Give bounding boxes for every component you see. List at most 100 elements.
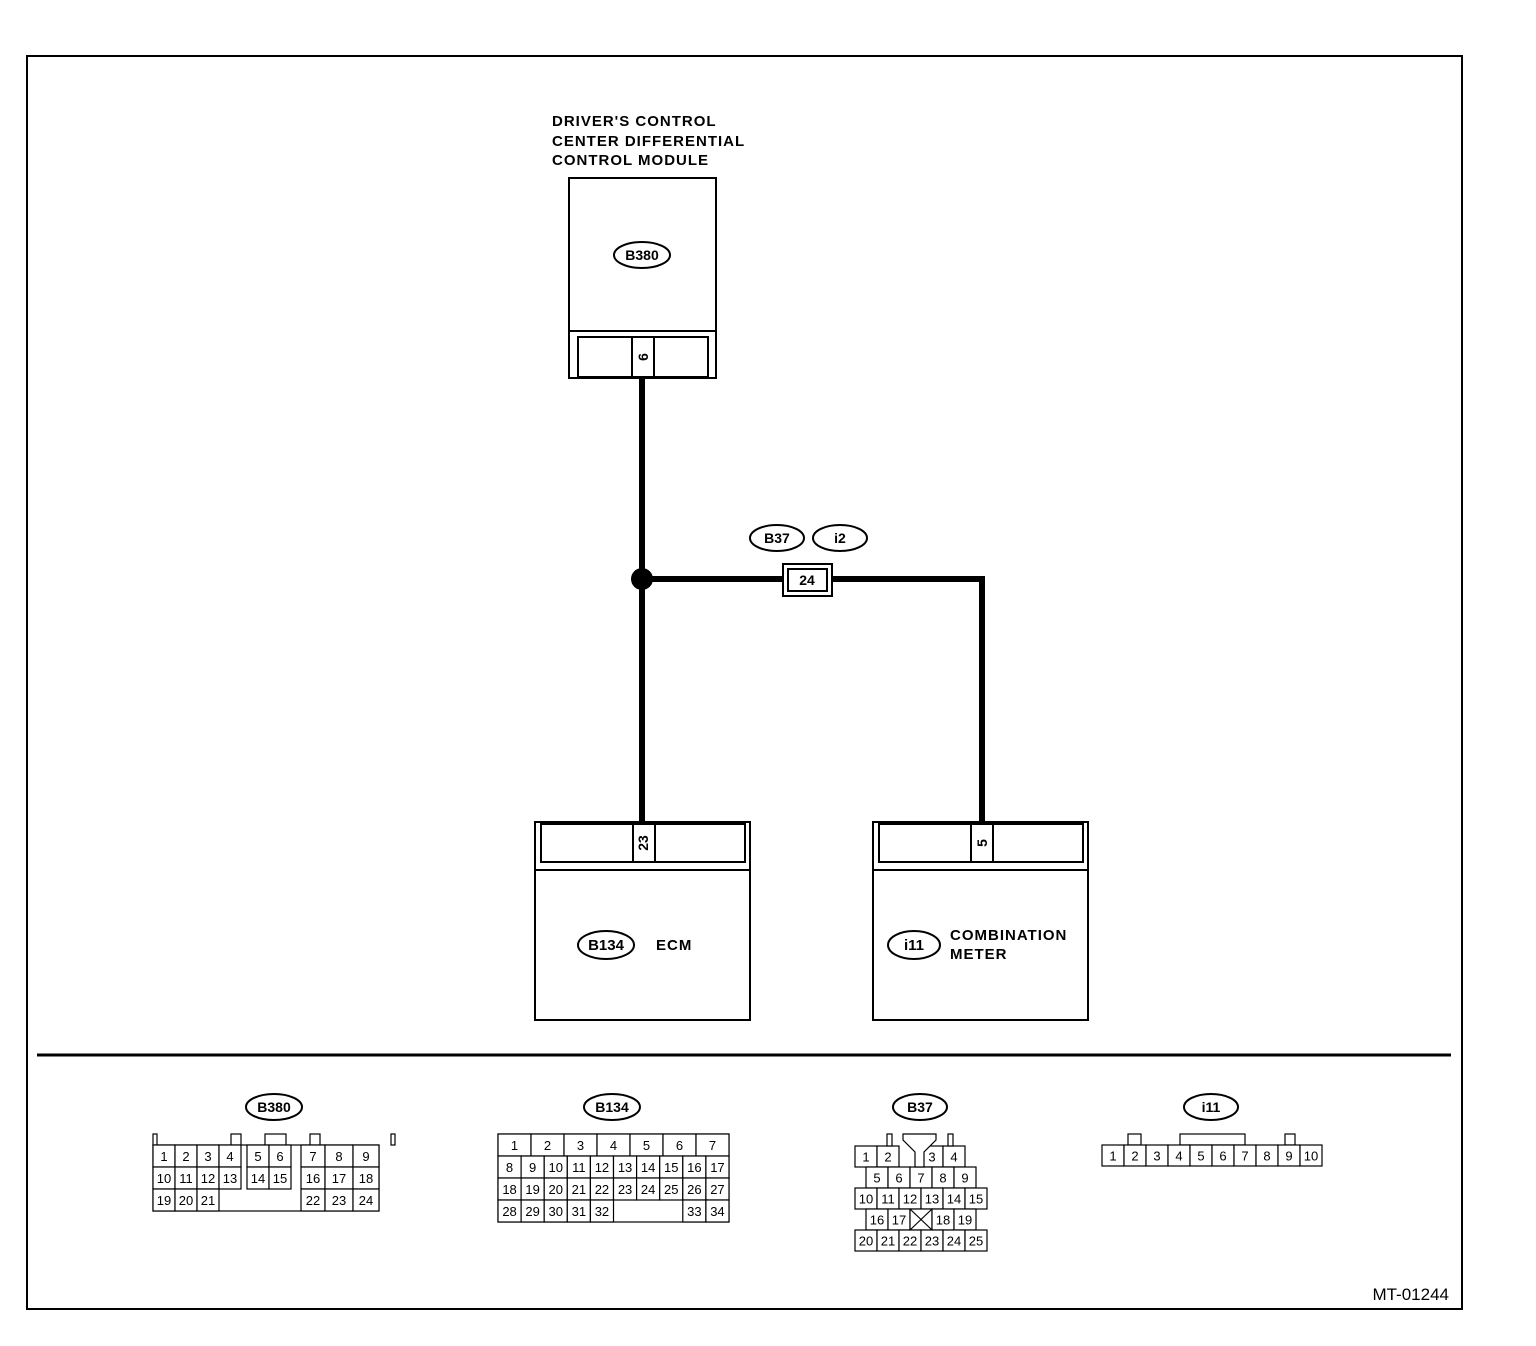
b134-pin-6-label: 6 [676, 1138, 683, 1153]
connector-latch [947, 1133, 954, 1147]
b37-pin-1-label: 1 [862, 1150, 869, 1165]
b380-pin-15-label: 15 [273, 1171, 287, 1186]
b134-pin-34 [705, 1199, 730, 1223]
b380-pin-24 [352, 1188, 380, 1212]
b380-pin-2-label: 2 [182, 1149, 189, 1164]
b380-pin-23-label: 23 [332, 1193, 346, 1208]
connector-tag-i11-text: i11 [904, 937, 924, 954]
dccd-label-line-2: CENTER DIFFERENTIAL [552, 133, 745, 150]
b380-pin-16-label: 16 [306, 1171, 320, 1186]
connector-tag-b380-text: B380 [625, 247, 659, 263]
b134-pin-19-label: 19 [525, 1182, 539, 1197]
b134-pin-17-label: 17 [710, 1160, 724, 1175]
view-tag-b37 [892, 1093, 948, 1121]
i11-pin-5-label: 5 [1197, 1149, 1204, 1164]
view-tag-i11 [1183, 1093, 1239, 1121]
b134-pin-24-label: 24 [641, 1182, 655, 1197]
view-tag-i11-text: i11 [1202, 1099, 1221, 1115]
b37-key-funnel [902, 1133, 937, 1168]
b380-pin-10-label: 10 [157, 1171, 171, 1186]
ecm-module: 23 B134 ECM [534, 821, 751, 1021]
meter-label-line-1: COMBINATION [950, 927, 1067, 944]
b37-pin-18-label: 18 [936, 1213, 950, 1228]
meter-box [872, 869, 1089, 1021]
connector-latch [390, 1133, 396, 1146]
ecm-label: ECM [656, 937, 692, 954]
connector-tag-b134-text: B134 [588, 937, 625, 954]
b134-pin-18-label: 18 [502, 1182, 516, 1197]
b380-pin-20-label: 20 [179, 1193, 193, 1208]
b134-pin-3-label: 3 [577, 1138, 584, 1153]
b37-pin-8-label: 8 [939, 1171, 946, 1186]
b134-pin-31-label: 31 [572, 1204, 586, 1219]
b37-pin-25 [964, 1229, 988, 1252]
view-tag-b380-text: B380 [257, 1099, 291, 1115]
b37-pin-20-label: 20 [859, 1234, 873, 1249]
b134-pin-22-label: 22 [595, 1182, 609, 1197]
b134-pin-26-label: 26 [687, 1182, 701, 1197]
connector-latch [264, 1133, 287, 1146]
b134-pin-29-label: 29 [525, 1204, 539, 1219]
b134-pin-7-label: 7 [709, 1138, 716, 1153]
connector-tag-b380 [613, 241, 671, 269]
b37-pin-6-label: 6 [895, 1171, 902, 1186]
ecm-pin-label: 23 [635, 835, 651, 851]
connector-tag-b134 [577, 930, 635, 960]
b134-pin-12-label: 12 [595, 1160, 609, 1175]
b380-pin-3-label: 3 [204, 1149, 211, 1164]
b134-pin-4-label: 4 [610, 1138, 617, 1153]
b380-pin-1-label: 1 [160, 1149, 167, 1164]
b134-pin-14-label: 14 [641, 1160, 655, 1175]
b37-pin-24-label: 24 [947, 1234, 961, 1249]
b134-pin-16-label: 16 [687, 1160, 701, 1175]
b37-pin-19-label: 19 [958, 1213, 972, 1228]
connector-tag-i2-text: i2 [834, 530, 846, 546]
b380-pin-22-label: 22 [306, 1193, 320, 1208]
connector-tag-b37 [749, 524, 805, 552]
b380-pin-24-label: 24 [359, 1193, 373, 1208]
b134-pin-33-label: 33 [687, 1204, 701, 1219]
i11-pin-8-label: 8 [1263, 1149, 1270, 1164]
meter-pin-label: 5 [974, 839, 990, 847]
b380-pin-5-label: 5 [254, 1149, 261, 1164]
b380-pin-15 [268, 1166, 292, 1190]
figure-code: MT-01244 [1372, 1285, 1449, 1304]
b37-pin-3-label: 3 [928, 1150, 935, 1165]
junction-connector: B37 i2 24 [749, 524, 868, 597]
b37-pin-12-label: 12 [903, 1192, 917, 1207]
i11-pin-2-label: 2 [1131, 1149, 1138, 1164]
b134-pin-28-label: 28 [502, 1204, 516, 1219]
i11-pin-4-label: 4 [1175, 1149, 1182, 1164]
dccd-control-module: DRIVER'S CONTROL CENTER DIFFERENTIAL CON… [552, 113, 745, 379]
b37-pin-22-label: 22 [903, 1234, 917, 1249]
i11-pin-9-label: 9 [1285, 1149, 1292, 1164]
b37-blank-cross [909, 1208, 933, 1231]
i11-pin-1-label: 1 [1109, 1149, 1116, 1164]
b134-pin-21-label: 21 [572, 1182, 586, 1197]
b37-pin-16-label: 16 [870, 1213, 884, 1228]
b134-pin-25-label: 25 [664, 1182, 678, 1197]
connector-latch [1284, 1133, 1296, 1146]
junction-pin-label: 24 [799, 572, 815, 588]
i11-pin-10-label: 10 [1304, 1149, 1318, 1164]
b380-pin-12-label: 12 [201, 1171, 215, 1186]
connector-latch [230, 1133, 242, 1146]
b37-pin-17-label: 17 [892, 1213, 906, 1228]
connector-latch [152, 1133, 158, 1146]
b37-pin-25-label: 25 [969, 1234, 983, 1249]
ecm-box [534, 869, 751, 1021]
b380-pin-21 [196, 1188, 220, 1212]
b37-pin-5-label: 5 [873, 1171, 880, 1186]
connector-tag-i2 [812, 524, 868, 552]
b380-pin-9-label: 9 [362, 1149, 369, 1164]
b134-pin-34-label: 34 [710, 1204, 724, 1219]
b134-pin-13-label: 13 [618, 1160, 632, 1175]
connector-tag-b37-text: B37 [764, 530, 790, 546]
b37-pin-7-label: 7 [917, 1171, 924, 1186]
b37-pin-23-label: 23 [925, 1234, 939, 1249]
